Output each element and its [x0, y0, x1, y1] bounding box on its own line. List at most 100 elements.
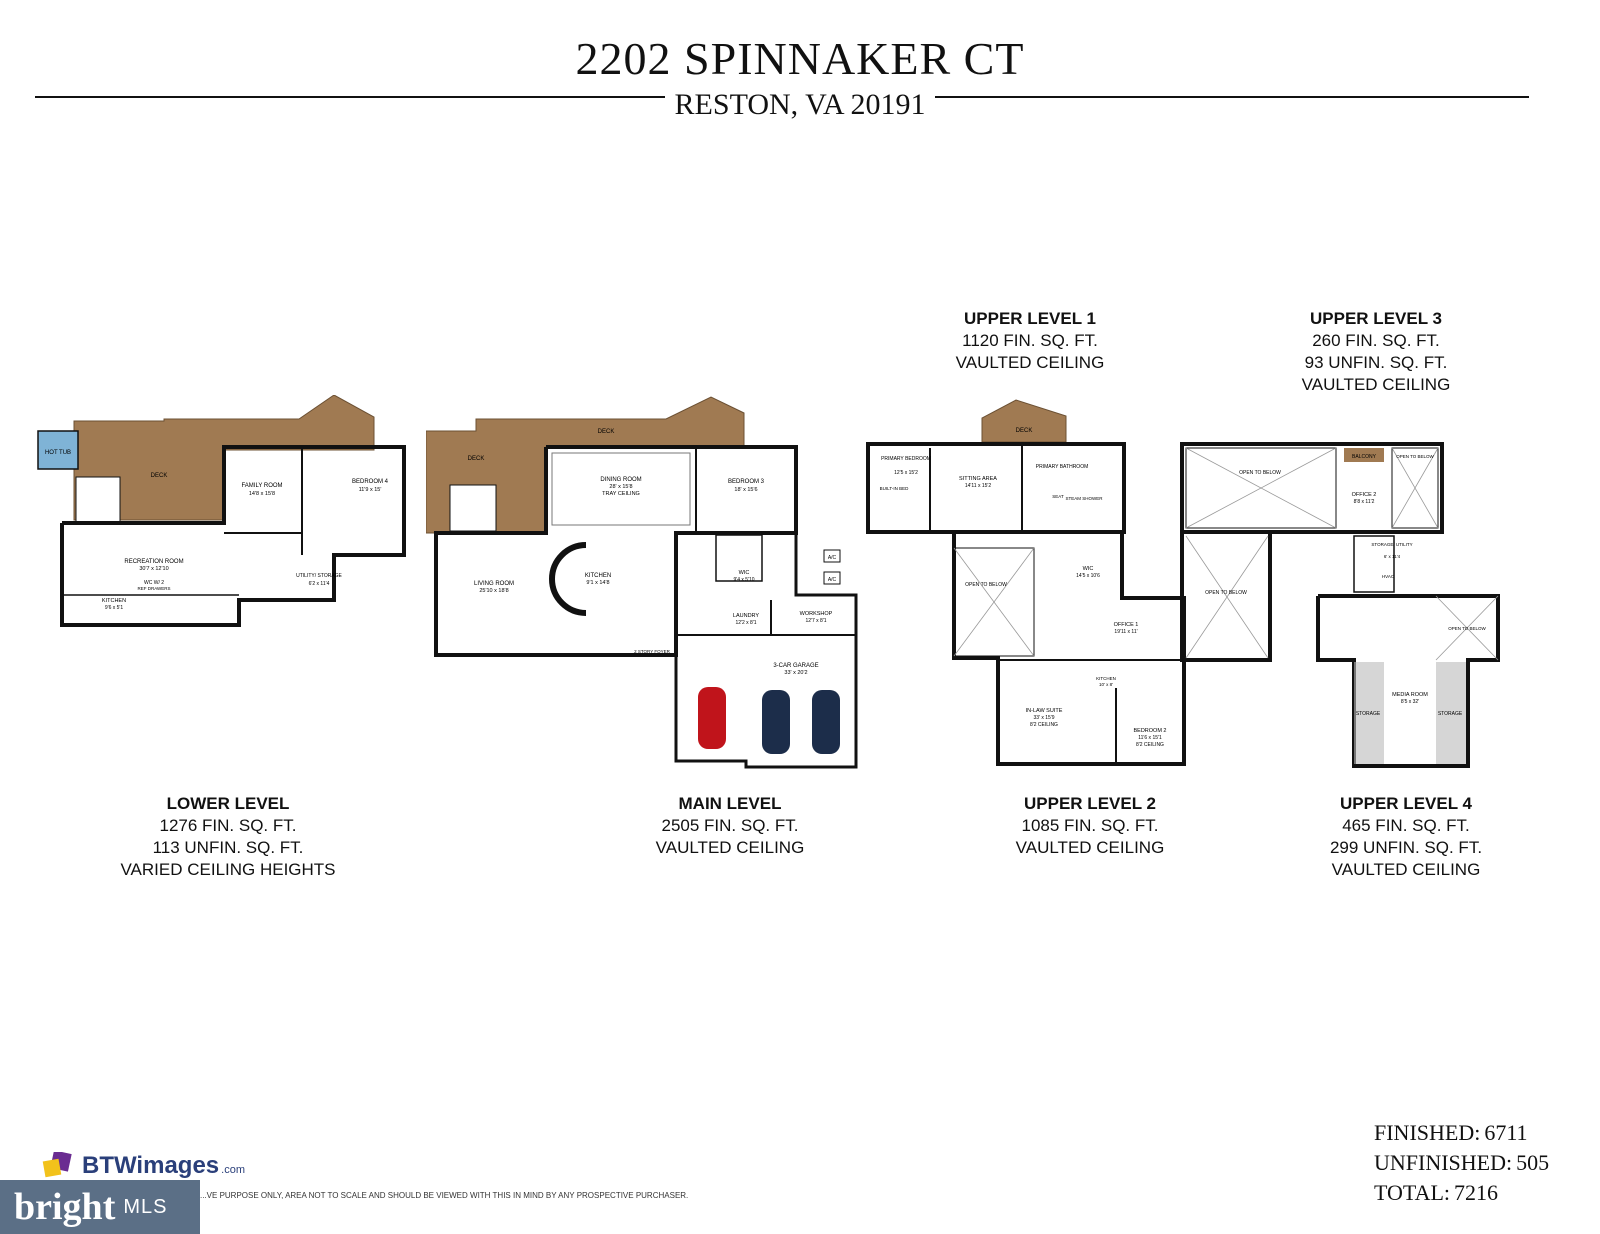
bright-mls-suffix: MLS [123, 1195, 168, 1218]
level-label-main: MAIN LEVEL 2505 FIN. SQ. FT. VAULTED CEI… [620, 793, 840, 859]
upper3-open-label-2: OPEN TO BELOW [1396, 454, 1434, 459]
ac-label-2: A/C [828, 577, 837, 583]
upper1-deck-label: DECK [1016, 428, 1033, 434]
dining-room-dim: 28' x 15'8 [609, 484, 632, 490]
main-level-plan: DECK DECK DINING ROOM 28' x 15'8 TRAY CE… [426, 396, 858, 769]
upper4-center [1316, 594, 1500, 768]
primary-bedroom-label: PRIMARY BEDROOM [881, 456, 931, 462]
address-title: 2202 SPINNAKER CT [575, 33, 1025, 84]
steam-shower-label: STEAM SHOWER [1065, 496, 1103, 501]
up4-x-2 [1185, 535, 1269, 659]
upper-level-1-2-plan: DECK PRIMARY BEDROOM 12'5 x 15'2 BUILT-I… [866, 399, 1186, 766]
wc-w2-label: WC W/ 2 [144, 580, 164, 586]
level-line: 2505 FIN. SQ. FT. [661, 816, 799, 835]
hot-tub-label: HOT TUB [45, 450, 71, 456]
kitchen-curve-counter [549, 542, 587, 616]
main-stairs [449, 484, 497, 532]
ac-label-1: A/C [828, 555, 837, 561]
up3-x-4 [1391, 447, 1439, 529]
upper2-outline [952, 530, 1186, 766]
kitchen-inlaw-dim: 10' x 8' [1099, 682, 1113, 687]
storage-right [1436, 662, 1466, 764]
bedroom4-dim: 11'9 x 15' [359, 487, 382, 493]
level-name: MAIN LEVEL [678, 794, 782, 813]
level-label-upper3: UPPER LEVEL 3 260 FIN. SQ. FT. 93 UNFIN.… [1276, 308, 1476, 396]
bedroom3-dim: 18' x 15'6 [734, 487, 757, 493]
hvac-label: HVAC [1382, 574, 1395, 579]
level-line: VARIED CEILING HEIGHTS [120, 860, 336, 879]
rec-room-dim: 30'7 x 12'10 [139, 566, 168, 572]
primary-bedroom-dim: 12'5 x 15'2 [894, 470, 918, 476]
dining-tray [551, 452, 691, 526]
ac-unit-2 [823, 571, 841, 585]
rec-room-label: RECREATION ROOM [124, 559, 183, 565]
primary-bathroom-label: PRIMARY BATHROOM [1036, 464, 1089, 470]
wic-label: WIC [739, 570, 750, 576]
bright-mls-badge: bright MLS [0, 1180, 200, 1234]
level-name: LOWER LEVEL [166, 794, 290, 813]
utility-storage-dim: 6'2 x 11'4 [309, 581, 330, 587]
level-name: UPPER LEVEL 3 [1310, 309, 1442, 328]
living-room-dim: 25'10 x 18'8 [479, 588, 508, 594]
level-label-upper2: UPPER LEVEL 2 1085 FIN. SQ. FT. VAULTED … [980, 793, 1200, 859]
lower-level-plan: HOT TUB DECK FAMILY ROOM 14'8 x 15'8 BED… [37, 395, 406, 627]
btw-logo-text: BTWimages [82, 1152, 220, 1179]
unfinished-value: 505 [1516, 1150, 1550, 1175]
btw-logo-suffix: .com [221, 1164, 245, 1176]
upper3-open-label: OPEN TO BELOW [1239, 470, 1281, 476]
dining-room-label: DINING ROOM [600, 477, 641, 483]
balcony [1344, 448, 1384, 462]
sitting-area-label: SITTING AREA [959, 476, 997, 482]
tray-ceiling-label: TRAY CEILING [602, 491, 640, 497]
balcony-label: BALCONY [1352, 454, 1377, 460]
utility-storage-label: UTILITY/ STORAGE [296, 573, 342, 579]
level-name: UPPER LEVEL 4 [1340, 794, 1472, 813]
level-line: VAULTED CEILING [1015, 838, 1165, 857]
media-room-dim: 8'5 x 32' [1401, 699, 1419, 705]
finished-row: FINISHED:6711 [1374, 1118, 1549, 1148]
level-line: VAULTED CEILING [655, 838, 805, 857]
upper4-open-label: OPEN TO BELOW [1205, 590, 1247, 596]
level-name: UPPER LEVEL 2 [1024, 794, 1156, 813]
total-label: TOTAL: [1374, 1180, 1451, 1205]
storage-right-label: STORAGE [1438, 711, 1463, 717]
up3-x-2 [1185, 447, 1337, 529]
kitchen-lower-dim: 9'6 x 5'1 [105, 605, 124, 611]
laundry-label: LAUNDRY [733, 613, 760, 619]
level-label-lower: LOWER LEVEL 1276 FIN. SQ. FT. 113 UNFIN.… [108, 793, 348, 881]
living-room-label: LIVING ROOM [474, 581, 514, 587]
level-line: 1276 FIN. SQ. FT. [159, 816, 297, 835]
unfinished-label: UNFINISHED: [1374, 1150, 1513, 1175]
inlaw-suite-dim: 33' x 15'9 [1033, 715, 1054, 721]
family-room-label: FAMILY ROOM [241, 483, 282, 489]
open-to-below-box [953, 547, 1035, 657]
level-line: 113 UNFIN. SQ. FT. [152, 838, 304, 857]
storage-left [1354, 662, 1384, 764]
car-navy-1 [762, 690, 790, 754]
hot-tub [37, 430, 79, 470]
wic-dim: 9'4 x 5'10 [733, 577, 754, 583]
level-name: UPPER LEVEL 1 [964, 309, 1096, 328]
garage-label: 3-CAR GARAGE [773, 663, 818, 669]
bedroom2-dim: 11'6 x 15'1 [1138, 735, 1162, 741]
wic2-label: WIC [1083, 566, 1094, 572]
ref-drawers-label: REF DRAWERS [137, 586, 170, 591]
lower-deck-label: DECK [151, 473, 168, 479]
kitchen-main-dim: 9'1 x 14'8 [586, 580, 609, 586]
total-value: 7216 [1454, 1180, 1499, 1205]
up4-x-4 [1435, 595, 1499, 661]
upper1-deck [981, 399, 1067, 443]
built-in-bed-label: BUILT-IN BED [880, 486, 909, 491]
finished-label: FINISHED: [1374, 1120, 1481, 1145]
level-line: 299 UNFIN. SQ. FT. [1329, 838, 1483, 857]
level-line: VAULTED CEILING [1331, 860, 1481, 879]
bright-mls-wordmark: bright [14, 1186, 116, 1228]
level-label-upper4: UPPER LEVEL 4 465 FIN. SQ. FT. 299 UNFIN… [1296, 793, 1516, 881]
foyer-label: 2 STORY FOYER [634, 649, 671, 654]
level-line: 465 FIN. SQ. FT. [1342, 816, 1470, 835]
kitchen-main-label: KITCHEN [585, 573, 611, 579]
wic-room [715, 534, 763, 582]
storage-utility-dim: 6' x 11'4 [1384, 554, 1401, 559]
lower-stairs [75, 476, 121, 524]
storage-utility-label: STORAGE/ UTILITY [1371, 542, 1412, 547]
